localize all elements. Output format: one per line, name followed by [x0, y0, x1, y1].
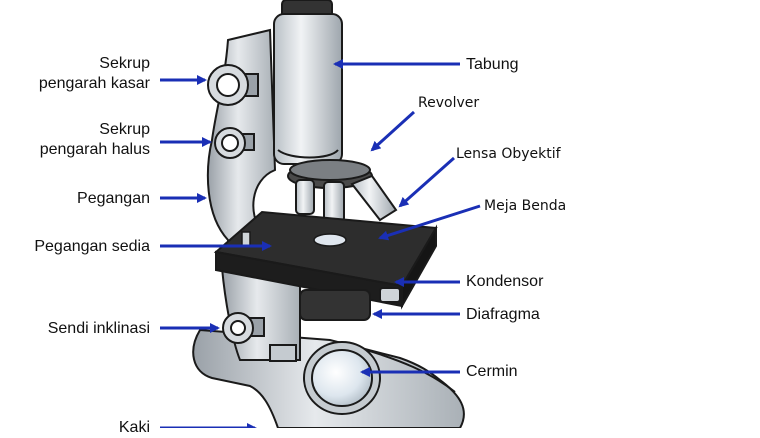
inclination-joint	[222, 312, 265, 344]
tube	[273, 0, 343, 165]
label-kaki: Kaki	[118, 419, 150, 436]
label-lensa-obyektif: Lensa Obyektif	[456, 146, 561, 162]
label-diafragma: Diafragma	[466, 306, 540, 323]
arrow-meja-benda	[378, 204, 481, 241]
microscope-diagram: Sekrup pengarah kasar Sekrup pengarah ha…	[0, 0, 567, 436]
condenser-diaphragm	[299, 287, 401, 321]
microscope-illustration	[160, 0, 481, 428]
label-sekrup-pengarah-kasar: Sekrup pengarah kasar	[0, 54, 150, 94]
label-sekrup-kasar-line1: Sekrup	[99, 55, 150, 72]
label-cermin: Cermin	[466, 363, 518, 380]
mirror	[269, 341, 381, 415]
label-sekrup-halus-line2: pengarah halus	[39, 141, 150, 158]
label-sekrup-halus-line1: Sekrup	[99, 121, 150, 138]
coarse-focus-knob	[207, 64, 259, 106]
revolver-nosepiece	[287, 159, 373, 189]
label-pegangan-sedia: Pegangan sedia	[34, 238, 150, 255]
label-meja-benda: Meja Benda	[484, 198, 567, 214]
label-arrows	[160, 59, 481, 428]
label-tabung: Tabung	[466, 56, 519, 73]
arrow-revolver	[370, 110, 416, 152]
fine-focus-knob	[214, 127, 255, 159]
label-sekrup-kasar-line2: pengarah kasar	[38, 75, 150, 92]
objective-lenses	[295, 174, 398, 223]
label-sendi-inklinasi: Sendi inklinasi	[47, 320, 150, 337]
label-pegangan: Pegangan	[77, 190, 150, 207]
label-revolver: Revolver	[418, 95, 480, 111]
label-kondensor: Kondensor	[466, 273, 544, 290]
label-sekrup-pengarah-halus: Sekrup pengarah halus	[0, 120, 150, 160]
arrow-lensa-obyektif	[398, 156, 455, 208]
